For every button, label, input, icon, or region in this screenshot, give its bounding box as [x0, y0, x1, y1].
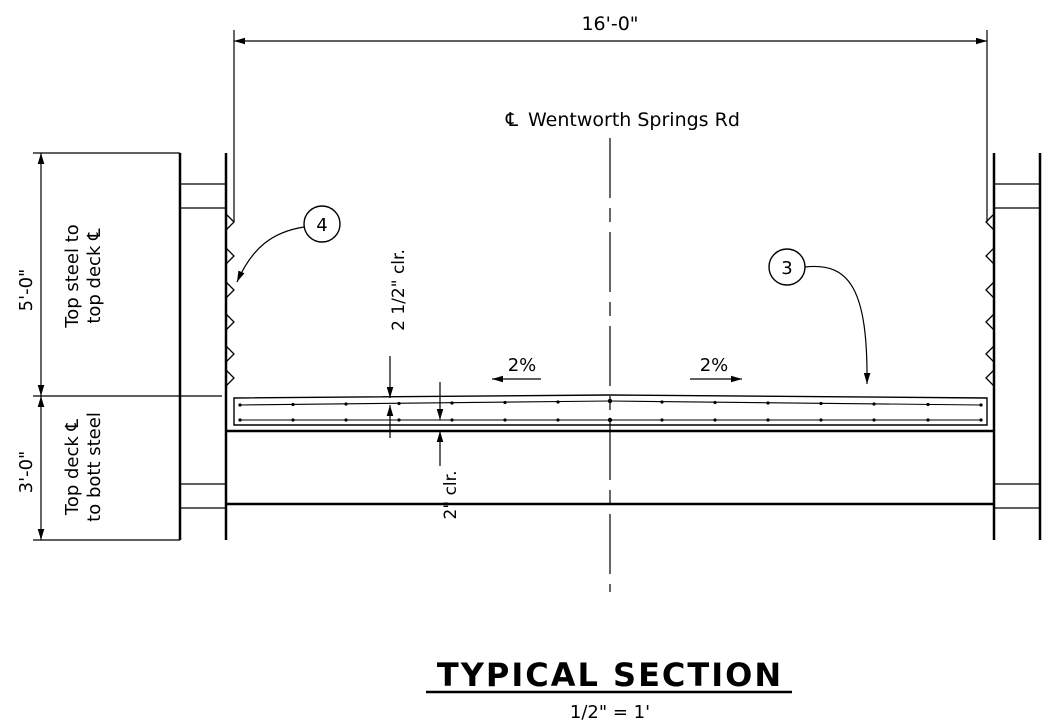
left-slope-label: 2%	[508, 355, 537, 376]
overall-width-label: 16'-0"	[581, 13, 638, 35]
overall-width-dimension: 16'-0"	[233, 13, 988, 222]
right-slope: 2%	[690, 355, 742, 383]
callout-4-number: 4	[316, 215, 327, 236]
right-stud-zigzag	[985, 213, 995, 387]
centerline-label: Wentworth Springs Rd	[528, 109, 740, 131]
left-slope: 2%	[492, 355, 541, 383]
bottom-clearance-label: 2" clr.	[441, 471, 461, 520]
bottom-clearance-dimension: 2" clr.	[436, 382, 461, 520]
bottom-desc-line2: to bott steel	[84, 412, 105, 522]
deck-slab	[226, 394, 994, 506]
top-desc-line1: Top steel to	[62, 224, 83, 328]
top-rebar-dots	[238, 398, 983, 407]
vertical-dimensions: 5'-0" 3'-0" Top steel to top deck ℄ Top …	[16, 152, 222, 541]
centerline-symbol: ℄	[505, 109, 519, 131]
bottom-rebar-dots	[238, 417, 983, 423]
top-clearance-dimension: 2 1/2" clr.	[386, 249, 409, 438]
section-title: TYPICAL SECTION	[437, 656, 783, 694]
callout-3-number: 3	[781, 258, 792, 279]
bottom-desc-line1: Top deck ℄	[62, 418, 83, 516]
section-scale: 1/2" = 1'	[570, 702, 650, 723]
top-clearance-label: 2 1/2" clr.	[389, 249, 409, 331]
right-girder	[985, 153, 1042, 540]
bottom-height-label: 3'-0"	[16, 451, 37, 494]
left-girder	[178, 153, 235, 540]
centerline: ℄ Wentworth Springs Rd	[505, 109, 740, 592]
title-block: TYPICAL SECTION 1/2" = 1'	[426, 656, 792, 723]
callout-4: 4	[236, 205, 341, 283]
top-height-label: 5'-0"	[16, 269, 37, 312]
callout-3: 3	[768, 248, 871, 385]
right-slope-label: 2%	[700, 355, 729, 376]
top-desc-line2: top deck ℄	[84, 228, 105, 324]
left-stud-zigzag	[225, 213, 235, 387]
